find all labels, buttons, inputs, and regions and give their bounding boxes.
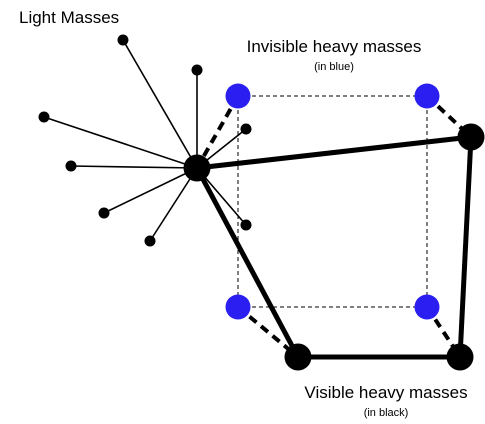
visible-mass-links — [194, 134, 474, 360]
light-mass — [240, 219, 252, 231]
light-masses — [38, 34, 252, 247]
light-mass — [240, 123, 252, 135]
visible-heavy-mass — [284, 343, 312, 371]
label-light-masses: Light Masses — [19, 8, 119, 27]
invisible-heavy-masses — [225, 83, 440, 320]
invisible-heavy-mass — [225, 83, 251, 109]
visible-heavy-mass — [457, 123, 485, 151]
light-mass — [38, 111, 50, 123]
edge-right-bottomright — [457, 134, 474, 360]
light-mass — [98, 207, 110, 219]
edge-hub-right — [194, 134, 474, 171]
light-mass — [191, 64, 203, 76]
label-visible-note: (in black) — [364, 407, 409, 419]
invisible-heavy-mass — [414, 83, 440, 109]
label-visible-title: Visible heavy masses — [304, 383, 467, 402]
spoke — [122, 39, 198, 169]
light-mass-spokes — [43, 39, 247, 242]
label-invisible-title: Invisible heavy masses — [247, 37, 422, 56]
visible-heavy-mass-hub — [183, 154, 211, 182]
spoke — [43, 116, 198, 169]
label-invisible-note: (in blue) — [314, 61, 354, 73]
invisible-heavy-mass — [414, 294, 440, 320]
spoke — [149, 167, 198, 242]
spoke — [70, 165, 198, 169]
edge-bottomleft-hub — [194, 165, 301, 360]
spoke — [103, 167, 198, 214]
light-mass — [65, 160, 77, 172]
light-mass — [144, 235, 156, 247]
invisible-heavy-mass — [225, 294, 251, 320]
visible-heavy-masses — [183, 123, 485, 371]
visible-heavy-mass — [446, 343, 474, 371]
invisible-mass-frame — [237, 95, 428, 308]
light-mass — [117, 34, 129, 46]
